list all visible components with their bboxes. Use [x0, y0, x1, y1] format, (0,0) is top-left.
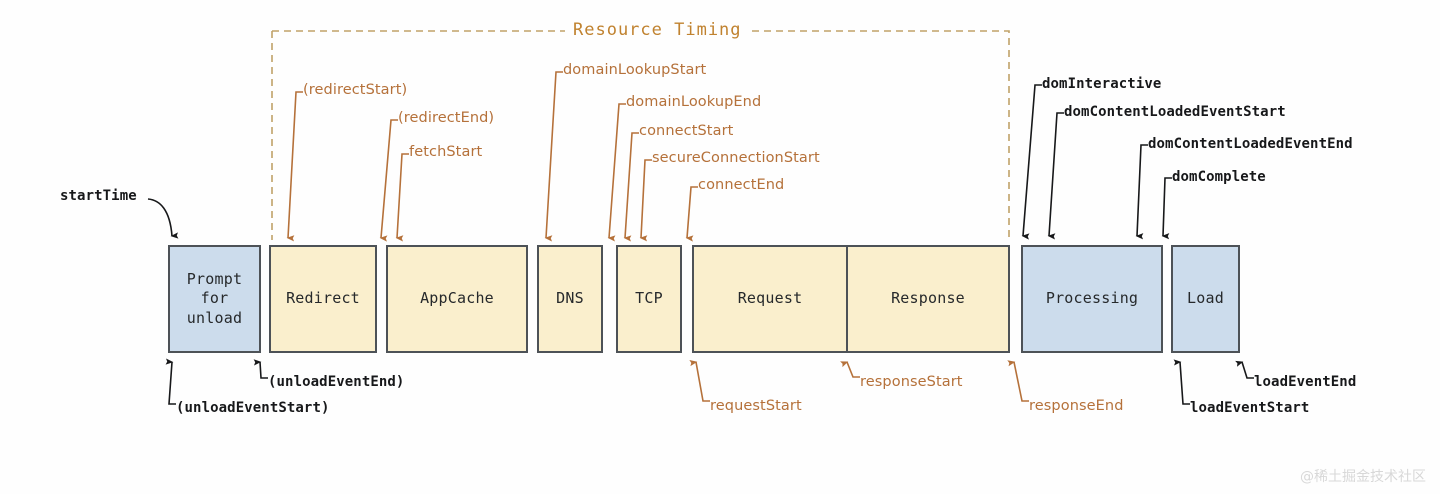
- phase-box-request[interactable]: Request: [692, 245, 847, 353]
- label-redirect-start: (redirectStart): [303, 82, 408, 98]
- leader-unload-event-end: [253, 359, 268, 379]
- phase-box-appcache[interactable]: AppCache: [386, 245, 528, 353]
- leader-dom-content-loaded-event-start: [1047, 112, 1064, 240]
- leader-connect-end: [685, 186, 698, 242]
- leader-fetch-start: [395, 153, 409, 242]
- label-unload-event-start: (unloadEventStart): [176, 400, 330, 416]
- leader-response-start: [840, 361, 860, 378]
- label-domain-lookup-start: domainLookupStart: [563, 62, 707, 78]
- label-domain-lookup-end: domainLookupEnd: [626, 94, 762, 110]
- label-dom-content-loaded-event-start: domContentLoadedEventStart: [1064, 104, 1286, 120]
- leader-secure-connection-start: [639, 159, 652, 242]
- label-load-event-end: loadEventEnd: [1254, 374, 1357, 390]
- phase-box-load[interactable]: Load: [1171, 245, 1240, 353]
- leader-connect-start: [623, 132, 639, 242]
- leader-dom-interactive: [1021, 84, 1042, 240]
- resource-timing-group-label: Resource Timing: [565, 20, 750, 40]
- label-response-end: responseEnd: [1029, 398, 1124, 414]
- leader-dom-content-loaded-event-end: [1135, 144, 1148, 240]
- leader-response-end: [1007, 360, 1029, 402]
- leader-request-start: [689, 360, 710, 402]
- phase-box-redirect[interactable]: Redirect: [269, 245, 377, 353]
- label-load-event-start: loadEventStart: [1190, 400, 1310, 416]
- leader-domain-lookup-end: [607, 103, 626, 242]
- label-redirect-end: (redirectEnd): [398, 110, 495, 126]
- label-dom-complete: domComplete: [1172, 169, 1266, 185]
- leader-start-time: [147, 198, 179, 239]
- label-response-start: responseStart: [860, 374, 963, 390]
- leader-redirect-start: [286, 91, 303, 242]
- phase-box-prompt-for-unload[interactable]: Prompt for unload: [168, 245, 261, 353]
- label-request-start: requestStart: [710, 398, 802, 414]
- leader-dom-complete: [1161, 177, 1172, 240]
- phase-box-response[interactable]: Response: [847, 245, 1010, 353]
- leader-unload-event-start: [165, 358, 176, 405]
- phase-box-tcp[interactable]: TCP: [616, 245, 682, 353]
- label-connect-start: connectStart: [639, 123, 734, 139]
- label-connect-end: connectEnd: [698, 177, 785, 193]
- label-dom-content-loaded-event-end: domContentLoadedEventEnd: [1148, 136, 1353, 152]
- label-secure-connection-start: secureConnectionStart: [652, 150, 820, 166]
- phase-box-dns[interactable]: DNS: [537, 245, 603, 353]
- leader-load-event-end: [1235, 360, 1254, 379]
- label-unload-event-end: (unloadEventEnd): [268, 374, 405, 390]
- phase-box-processing[interactable]: Processing: [1021, 245, 1163, 353]
- resource-timing-group-box: [271, 30, 1010, 240]
- watermark: @稀土掘金技术社区: [1300, 469, 1426, 485]
- label-fetch-start: fetchStart: [409, 144, 483, 160]
- label-start-time: startTime: [60, 188, 137, 204]
- leader-load-event-start: [1173, 359, 1190, 405]
- leader-redirect-end: [379, 119, 398, 242]
- leader-domain-lookup-start: [544, 71, 563, 242]
- label-dom-interactive: domInteractive: [1042, 76, 1162, 92]
